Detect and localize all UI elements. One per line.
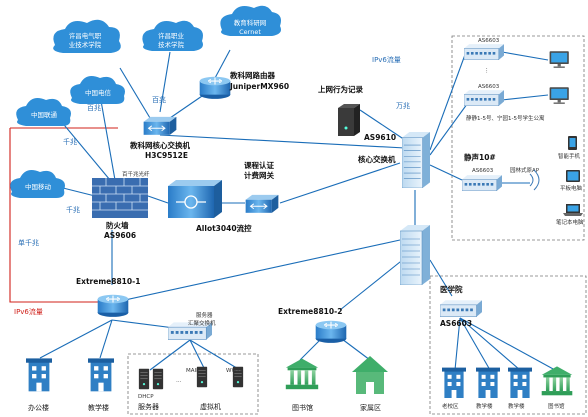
cloud-mobile-label: 中国移动 bbox=[25, 182, 52, 191]
medical-name: 医学院 bbox=[440, 284, 463, 294]
dormitory-group-box bbox=[451, 35, 585, 241]
edu-core-switch-name: 教科网核心交换机 bbox=[129, 140, 190, 150]
cloud-edu-power-line2: 业技术学院 bbox=[69, 40, 102, 49]
medical-group-box bbox=[429, 275, 587, 415]
link-label-wanzhao-1: 万兆 bbox=[396, 101, 410, 110]
tablet-label: 平板电脑 bbox=[560, 184, 583, 192]
old-campus-label: 老校区 bbox=[442, 402, 459, 410]
jingsheng-name: 静声10# bbox=[464, 152, 496, 162]
medical-model: AS6603 bbox=[440, 319, 472, 328]
link-label-qianzhao-1: 千兆 bbox=[63, 137, 77, 146]
edu-core-switch-icon bbox=[143, 116, 177, 136]
teaching-building-r1-label: 教学楼 bbox=[476, 402, 493, 410]
svg-text:许昌职业技术学院: 许昌职业技术学院 bbox=[158, 31, 185, 49]
office-building-label: 办公楼 bbox=[28, 403, 49, 412]
smartphone-label: 智能手机 bbox=[558, 152, 581, 160]
server-switch-label-2: 汇聚交换机 bbox=[188, 319, 216, 327]
server-dhcp-label: DHCP bbox=[138, 394, 154, 400]
link-label-ipv6-top: IPv6流量 bbox=[372, 55, 401, 64]
jingsheng-model: AS6603 bbox=[472, 168, 494, 174]
firewall-name: 防火墙 bbox=[106, 220, 129, 230]
ipv6-red-link bbox=[9, 128, 98, 303]
library-right-label: 图书馆 bbox=[548, 402, 565, 410]
cloud-edu-vocational: 许昌职业技术学院 bbox=[142, 20, 203, 51]
firewall-icon bbox=[92, 178, 148, 218]
edu-core-switch-model: H3C9512E bbox=[145, 151, 188, 160]
dorm-switch-b-label: AS6603 bbox=[478, 84, 500, 90]
dorm-switch-a-icon bbox=[464, 44, 504, 60]
behavior-log-server-icon bbox=[338, 104, 360, 136]
vm-label: 虚拟机 bbox=[200, 402, 221, 411]
edu-router-icon bbox=[199, 76, 231, 100]
library-right-icon bbox=[541, 366, 573, 396]
family-area-label: 家属区 bbox=[360, 403, 381, 412]
server-group-box bbox=[127, 353, 259, 415]
smartphone-icon bbox=[568, 136, 577, 150]
core-switch-model: AS9610 bbox=[364, 133, 396, 142]
auth-gateway-label-1: 课程认证 bbox=[244, 160, 274, 170]
server-www-label: WWW bbox=[226, 368, 243, 374]
old-campus-building-icon bbox=[442, 367, 466, 398]
teaching-building-left-label: 教学楼 bbox=[88, 403, 109, 412]
dorm-switch-a-label: AS6603 bbox=[478, 38, 500, 44]
edu-router-model: JuniperMX960 bbox=[229, 82, 289, 91]
server-group-label: 服务器 bbox=[138, 402, 159, 411]
server-icon-1 bbox=[138, 368, 150, 390]
cloud-unicom-label: 中国联通 bbox=[31, 110, 58, 119]
office-building-icon bbox=[26, 358, 52, 392]
dorm-pc-1-icon bbox=[549, 51, 569, 68]
medical-switch-icon bbox=[440, 300, 482, 317]
dorm-pc-2-icon bbox=[549, 87, 569, 104]
link-label-qianzhao-2: 千兆 bbox=[66, 205, 80, 214]
library-label: 图书馆 bbox=[292, 403, 313, 412]
firewall-model: AS9606 bbox=[104, 231, 136, 240]
cloud-mobile: 中国移动 bbox=[10, 170, 65, 198]
server-dots: … bbox=[176, 378, 182, 384]
dorm-switch-b-icon bbox=[464, 90, 504, 106]
link-label-danqianzhao: 单千兆 bbox=[18, 238, 39, 247]
ap-label: 园林式原AP bbox=[510, 166, 540, 174]
auth-gateway-label-2: 计费网关 bbox=[244, 170, 274, 180]
teaching-building-r1-icon bbox=[476, 367, 500, 398]
server-switch-label-1: 服务器 bbox=[196, 311, 213, 319]
edu-router-name: 教科网路由器 bbox=[229, 70, 275, 80]
allot-label: Allot3040流控 bbox=[196, 223, 252, 233]
laptop-label: 笔记本电脑 bbox=[556, 218, 584, 226]
laptop-icon bbox=[563, 204, 583, 216]
jingsheng-switch-icon bbox=[462, 175, 502, 191]
cloud-edu-power: 许昌电气职业技术学院 bbox=[53, 19, 121, 53]
cloud-telecom-label: 中国电信 bbox=[85, 88, 112, 97]
wifi-ap-icon bbox=[529, 169, 540, 191]
dorm-label: 静静1-5号、宁园1-5号学生公寓 bbox=[466, 114, 545, 122]
allot-icon bbox=[168, 180, 222, 218]
core-switch-name: 核心交换机 bbox=[358, 154, 396, 164]
core-switch-rack-bottom bbox=[400, 225, 430, 285]
library-icon bbox=[285, 358, 319, 390]
svg-text:许昌电气职业技术学院: 许昌电气职业技术学院 bbox=[69, 31, 102, 49]
link-label-ipv6-left: IPv6流量 bbox=[14, 307, 43, 316]
core-switch-rack-top bbox=[402, 132, 430, 188]
link-label-baizhao-2: 百兆 bbox=[152, 95, 166, 104]
cloud-edu-power-line1: 许昌电气职 bbox=[69, 31, 102, 40]
extreme-8810-2-icon bbox=[315, 320, 347, 344]
family-area-icon bbox=[352, 356, 388, 394]
dorm-switch-dots: ⋮ bbox=[484, 68, 490, 74]
behavior-log-label: 上网行为记录 bbox=[318, 84, 363, 94]
extreme-8810-1-icon bbox=[97, 294, 129, 318]
cloud-telecom: 中国电信 bbox=[70, 76, 125, 104]
link-label-baizhao-1: 百兆 bbox=[87, 103, 101, 112]
tablet-icon bbox=[566, 170, 580, 182]
teaching-building-r2-icon bbox=[508, 367, 532, 398]
cloud-unicom: 中国联通 bbox=[16, 98, 71, 126]
extreme-8810-1-label: Extreme8810-1 bbox=[76, 277, 140, 286]
server-mail-label: MAIL bbox=[186, 368, 200, 374]
server-icon-2 bbox=[152, 368, 164, 390]
teaching-building-left-icon bbox=[88, 358, 114, 392]
extreme-8810-2-label: Extreme8810-2 bbox=[278, 307, 342, 316]
auth-gateway-icon bbox=[245, 194, 279, 214]
teaching-building-r2-label: 教学楼 bbox=[508, 402, 525, 410]
